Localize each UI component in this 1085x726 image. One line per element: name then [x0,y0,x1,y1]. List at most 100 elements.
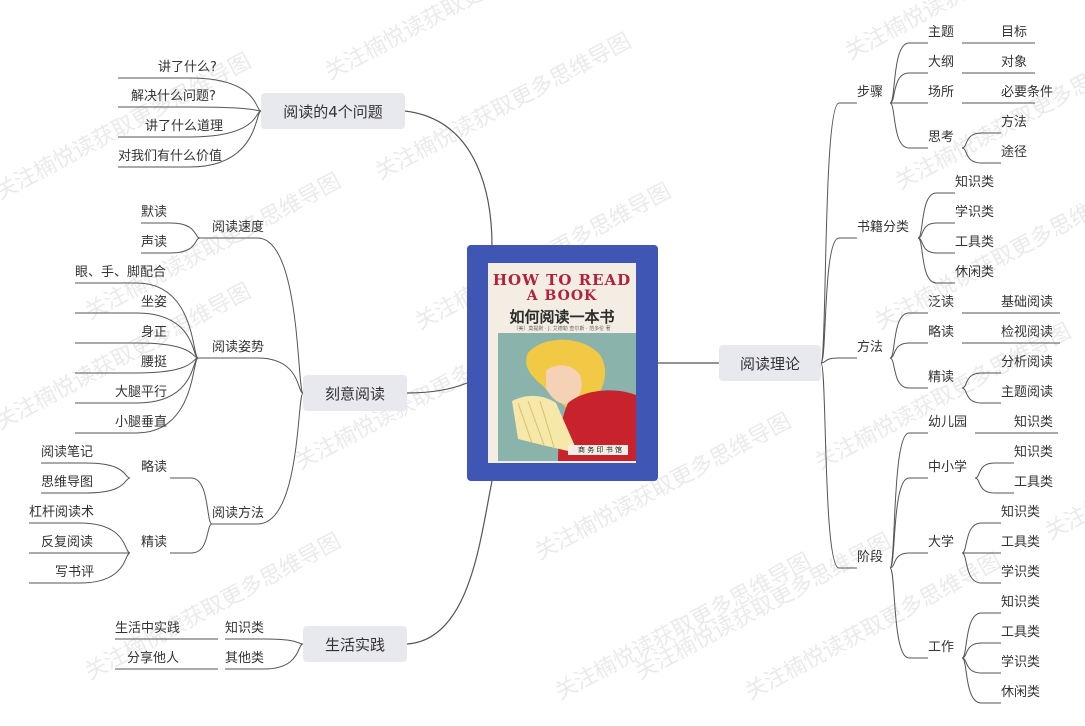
connector-line [974,477,1014,494]
node-steps[interactable]: 步骤 [857,85,884,100]
connector-line [961,147,1001,164]
posture-item[interactable]: 大腿平行 [115,385,168,400]
topic-reading-theory[interactable]: 阅读理论 [719,345,821,381]
category-item[interactable]: 学识类 [955,205,995,220]
connector-line [29,522,131,554]
node-reading-speed[interactable]: 阅读速度 [212,220,265,235]
connector-line [75,342,199,359]
posture-item[interactable]: 腰挺 [141,355,168,370]
practice-item[interactable]: 生活中实践 [115,621,181,636]
stage-item[interactable]: 大学 [928,535,955,550]
connector-line [961,132,1001,149]
connector-line [889,312,928,359]
connector-line [974,462,1014,479]
topic-four-questions[interactable]: 阅读的4个问题 [261,93,405,129]
speed-item[interactable]: 默读 [141,205,168,220]
skim-item[interactable]: 阅读笔记 [41,445,94,460]
connector-line [41,477,131,494]
connector-line [889,72,928,104]
topic-life-practice[interactable]: 生活实践 [303,626,407,662]
connector-line [118,110,262,138]
stage-item[interactable]: 幼儿园 [928,415,968,430]
node-other-type[interactable]: 其他类 [225,651,265,666]
connector-line [889,342,928,359]
node-knowledge-type[interactable]: 知识类 [225,621,265,636]
step-detail[interactable]: 方法 [1001,115,1028,130]
step-detail[interactable]: 目标 [1001,25,1028,40]
stage-detail[interactable]: 工具类 [1014,475,1054,490]
posture-item[interactable]: 坐姿 [141,295,168,310]
topic-deliberate-reading[interactable]: 刻意阅读 [303,375,407,411]
question-item[interactable]: 解决什么问题? [131,89,216,104]
connector-line [889,357,928,389]
stage-detail[interactable]: 工具类 [1001,535,1041,550]
posture-item[interactable]: 小腿垂直 [115,415,168,430]
cover-publisher: 商 务 印 书 馆 [578,446,622,454]
stage-detail[interactable]: 知识类 [1001,595,1041,610]
step-detail[interactable]: 途径 [1001,145,1028,160]
method-item[interactable]: 略读 [928,325,955,340]
connector-line [212,392,304,525]
stage-detail[interactable]: 知识类 [1014,445,1054,460]
stage-detail[interactable]: 工具类 [1001,625,1041,640]
category-item[interactable]: 知识类 [955,175,995,190]
question-item[interactable]: 对我们有什么价值 [118,149,223,164]
stage-detail[interactable]: 知识类 [1014,415,1054,430]
category-item[interactable]: 休闲类 [955,265,995,280]
step-item[interactable]: 场所 [928,85,955,100]
connector-line [75,357,199,404]
connector-line [75,357,199,374]
connector-line [225,638,304,645]
step-item[interactable]: 思考 [928,130,955,145]
step-detail[interactable]: 对象 [1001,55,1028,70]
connector-line [406,382,468,394]
stage-detail[interactable]: 学识类 [1001,655,1041,670]
connector-line [118,110,262,168]
connector-line [141,222,201,239]
node-book-categories[interactable]: 书籍分类 [857,220,910,235]
stage-detail[interactable]: 知识类 [1001,505,1041,520]
method-item[interactable]: 精读 [928,370,955,385]
stage-item[interactable]: 工作 [928,640,955,655]
connector-line [889,477,928,569]
question-item[interactable]: 讲了什么道理 [145,119,224,134]
method-detail[interactable]: 检视阅读 [1001,325,1054,340]
intensive-item[interactable]: 反复阅读 [41,535,94,550]
intensive-item[interactable]: 写书评 [55,565,95,580]
speed-item[interactable]: 声读 [141,235,168,250]
node-stages[interactable]: 阶段 [857,550,884,565]
step-item[interactable]: 大纲 [928,55,955,70]
connector-line [961,387,1001,404]
stage-detail[interactable]: 学识类 [1001,565,1041,580]
cover-title-line2: A BOOK [526,288,598,304]
method-detail[interactable]: 基础阅读 [1001,295,1054,310]
posture-item[interactable]: 眼、手、脚配合 [75,265,167,280]
method-item[interactable]: 泛读 [928,295,955,310]
connector-line [889,432,928,569]
intensive-item[interactable]: 杠杆阅读术 [29,505,95,520]
step-detail[interactable]: 必要条件 [1001,85,1054,100]
practice-item[interactable]: 分享他人 [127,651,180,666]
skim-item[interactable]: 思维导图 [41,475,94,490]
posture-item[interactable]: 身正 [141,325,168,340]
node-reading-posture[interactable]: 阅读姿势 [212,340,265,355]
connector-line [917,192,955,239]
connector-line [961,657,1001,704]
connector-line [118,106,262,112]
connector-line [820,357,857,364]
connector-line [75,312,199,359]
cover-title-line1: HOW TO READ [492,271,632,289]
question-item[interactable]: 讲了什么? [158,60,217,75]
connector-line [118,77,262,112]
step-item[interactable]: 主题 [928,25,955,40]
connector-line [75,282,199,359]
node-skim[interactable]: 略读 [141,460,168,475]
node-methods[interactable]: 方法 [857,340,884,355]
stage-item[interactable]: 中小学 [928,460,968,475]
method-detail[interactable]: 主题阅读 [1001,385,1054,400]
category-item[interactable]: 工具类 [955,235,995,250]
stage-detail[interactable]: 休闲类 [1001,685,1041,700]
node-intensive[interactable]: 精读 [141,535,168,550]
method-detail[interactable]: 分析阅读 [1001,355,1054,370]
node-reading-method[interactable]: 阅读方法 [212,506,265,521]
